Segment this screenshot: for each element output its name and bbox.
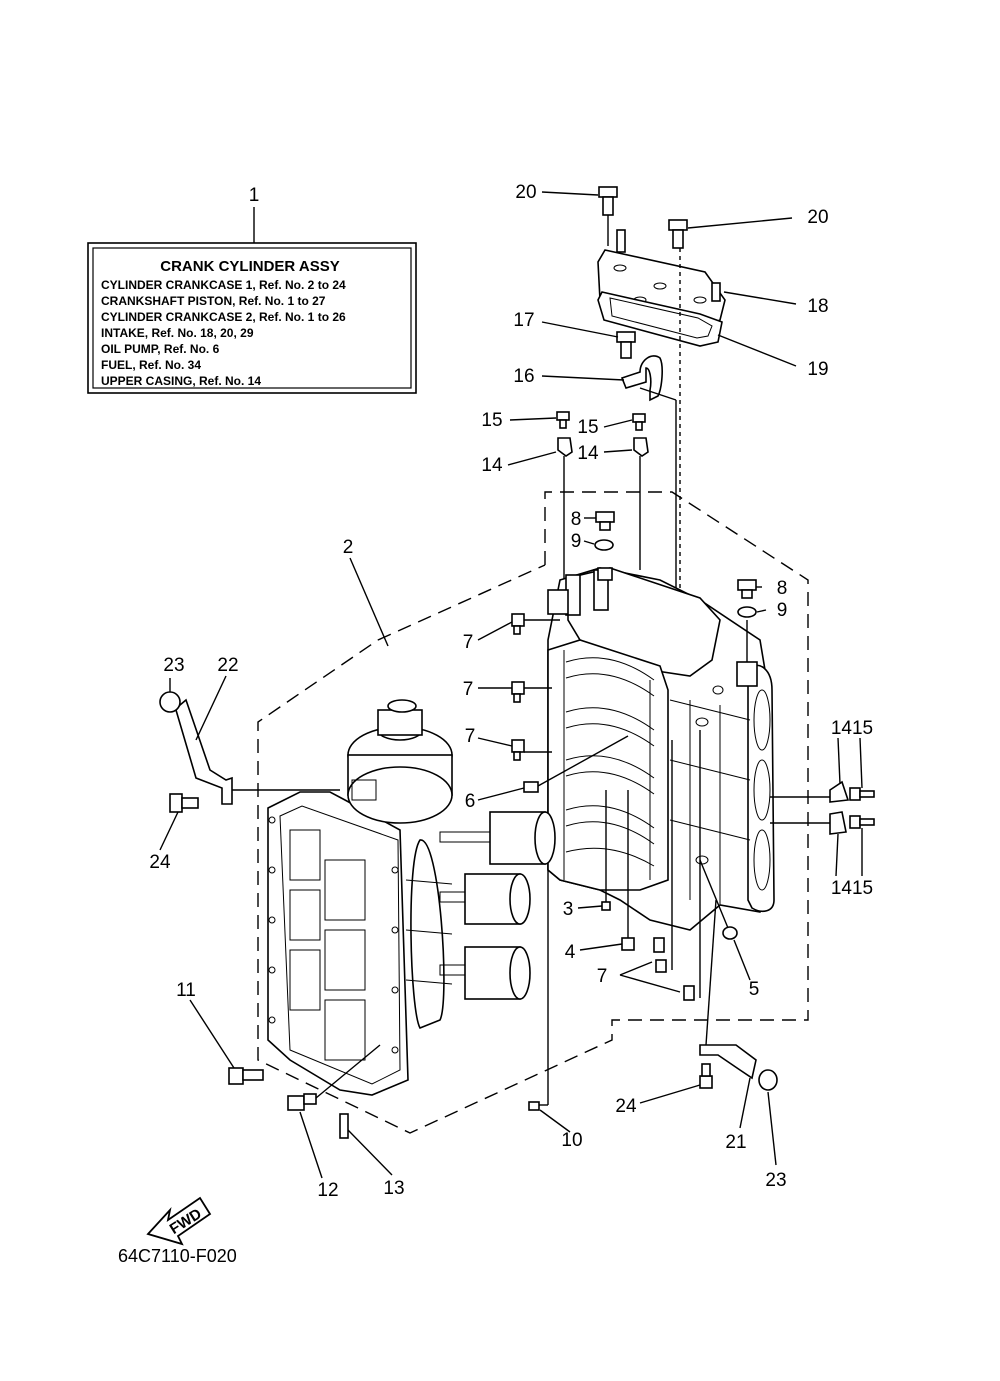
fitting-7c — [511, 739, 525, 761]
gasket-19 — [597, 291, 723, 347]
callout-14b: 14 — [577, 443, 599, 464]
cap-23a — [159, 691, 181, 713]
assembly-line-7: UPPER CASING, Ref. No. 14 — [101, 374, 261, 388]
callout-3: 3 — [563, 899, 574, 920]
assembly-line-1: CYLINDER CRANKCASE 1, Ref. No. 2 to 24 — [101, 278, 346, 292]
piston-3 — [439, 946, 531, 1000]
cylinder-block — [547, 567, 775, 931]
bolt-20a — [598, 186, 618, 216]
assembly-line-4: INTAKE, Ref. No. 18, 20, 29 — [101, 326, 254, 340]
callout-1415b: 1415 — [831, 878, 873, 899]
clip-bolt-group-top — [556, 411, 649, 580]
callout-15a: 15 — [481, 410, 502, 431]
bracket-22 — [175, 698, 233, 805]
callout-24b: 24 — [615, 1096, 637, 1117]
pin-3 — [601, 901, 611, 911]
washer-9a — [594, 539, 614, 551]
callout-4: 4 — [565, 942, 576, 963]
callout-7b: 7 — [463, 679, 474, 700]
piston-2 — [439, 873, 531, 925]
callout-15b: 15 — [577, 417, 598, 438]
bolt-24b — [699, 1063, 713, 1089]
pistons — [439, 811, 556, 1000]
callout-23b: 23 — [765, 1170, 786, 1191]
callout-9a: 9 — [571, 531, 582, 552]
assembly-title: CRANK CYLINDER ASSY — [160, 258, 339, 275]
callout-16: 16 — [513, 366, 534, 387]
plug-8a — [595, 511, 615, 531]
callout-labels: 20 20 18 17 19 16 15 15 14 14 8 9 8 9 2 … — [149, 182, 873, 1201]
callout-17: 17 — [513, 310, 534, 331]
callout-19: 19 — [807, 359, 828, 380]
callout-1415a: 1415 — [831, 718, 873, 739]
washer-9b — [737, 606, 757, 618]
callout-20b: 20 — [807, 207, 828, 228]
callout-20a: 20 — [515, 182, 536, 203]
callout-1: 1 — [249, 185, 260, 206]
callout-10: 10 — [561, 1130, 582, 1151]
plug-8b — [737, 579, 757, 599]
callout-22: 22 — [217, 655, 238, 676]
callout-23a: 23 — [163, 655, 184, 676]
assembly-line-3: CYLINDER CRANKCASE 2, Ref. No. 1 to 26 — [101, 310, 346, 324]
plug-4 — [621, 937, 635, 951]
bracket-21 — [699, 1044, 757, 1080]
crankshaft — [347, 699, 453, 1030]
callout-8a: 8 — [571, 509, 582, 530]
fitting-7b — [511, 681, 525, 703]
callout-21: 21 — [725, 1132, 746, 1153]
callout-7d: 7 — [597, 966, 608, 987]
bolt-17 — [616, 331, 636, 359]
bolt-24a — [169, 793, 199, 813]
piston-1 — [439, 811, 556, 865]
callout-12: 12 — [317, 1180, 338, 1201]
callout-8b: 8 — [777, 578, 788, 599]
fitting-7a — [511, 613, 525, 635]
plug-5 — [722, 926, 738, 940]
assembly-line-5: OIL PUMP, Ref. No. 6 — [101, 342, 220, 356]
assembly-line-2: CRANKSHAFT PISTON, Ref. No. 1 to 27 — [101, 294, 326, 308]
crankcase-cover — [267, 791, 409, 1096]
plug-12 — [287, 1093, 317, 1111]
bolt-11 — [228, 1067, 264, 1085]
leader-lines — [159, 191, 863, 1179]
clip-14a — [829, 780, 850, 803]
assembly-info-box: 1 CRANK CYLINDER ASSY CYLINDER CRANKCASE… — [87, 185, 417, 394]
bolt-20b — [668, 219, 688, 249]
callout-11: 11 — [176, 980, 196, 1001]
callout-2: 2 — [343, 537, 354, 558]
callout-9b: 9 — [777, 600, 788, 621]
callout-7c: 7 — [465, 726, 476, 747]
subassembly-outlines — [257, 491, 809, 1134]
callout-14a: 14 — [481, 455, 503, 476]
callout-6: 6 — [465, 791, 476, 812]
diagram-code: 64C7110-F020 — [118, 1246, 237, 1266]
cap-23b — [758, 1069, 778, 1091]
small-parts — [159, 511, 875, 1139]
callout-5: 5 — [749, 979, 760, 1000]
fwd-arrow-icon: FWD — [146, 1196, 212, 1246]
callout-13: 13 — [383, 1178, 404, 1199]
callout-7a: 7 — [463, 632, 474, 653]
bearing-saddles — [565, 657, 655, 867]
callout-24a: 24 — [149, 852, 171, 873]
stud-13 — [339, 1113, 349, 1139]
clip-14b — [829, 811, 847, 835]
intake-cover-group — [597, 186, 726, 620]
callout-18: 18 — [807, 296, 828, 317]
plug-10 — [528, 1101, 540, 1111]
bracket-16 — [620, 355, 663, 402]
nozzle-6 — [523, 781, 539, 793]
assembly-line-6: FUEL, Ref. No. 34 — [101, 358, 201, 372]
